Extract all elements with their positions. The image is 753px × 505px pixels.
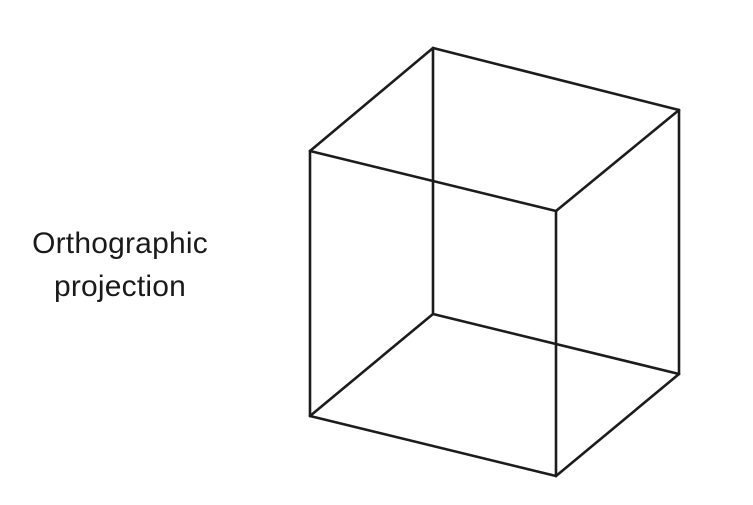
cube-edge-front-top <box>308 149 558 213</box>
caption-line-1: Orthographic <box>32 227 208 260</box>
cube-edge-connect-top-left <box>308 46 435 153</box>
caption-line-2: projection <box>53 270 187 303</box>
cube-edge-connect-top-right <box>554 108 681 213</box>
cube-edge-connect-bottom-left <box>308 312 435 418</box>
cube-edge-connect-bottom-right <box>554 372 681 478</box>
caption: Orthographic projection <box>0 222 240 308</box>
cube-edge-back-top <box>431 46 681 112</box>
cube-edge-front-bottom <box>308 414 558 478</box>
